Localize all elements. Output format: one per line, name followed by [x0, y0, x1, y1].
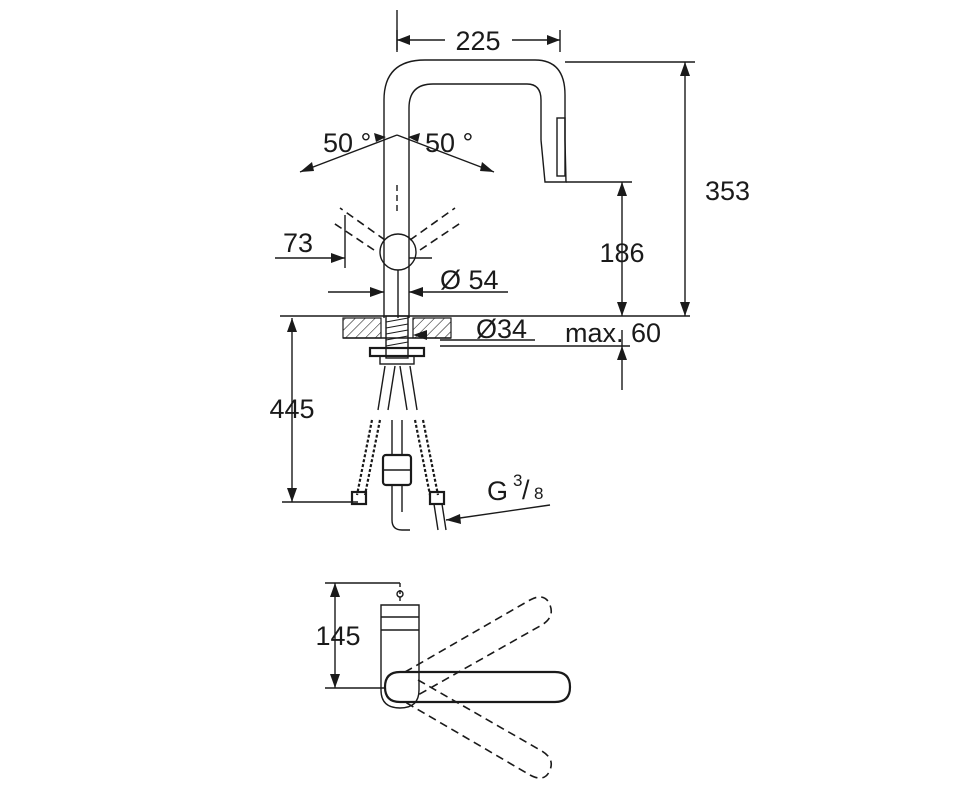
lever-swivel-right [409, 207, 456, 241]
dim-spout-reach: 225 [396, 26, 561, 56]
hose-fitting-right [428, 490, 446, 506]
lever-swivel-left-2 [331, 221, 375, 251]
dim-top-depth: 145 [315, 582, 400, 689]
dim-max-deck: max. 60 [440, 318, 661, 390]
dim-body-diameter: Ø 54 [328, 257, 508, 297]
dim-lever-offset: 73 [275, 215, 346, 268]
spout [383, 59, 567, 230]
hose-fitting-left [350, 490, 368, 506]
side-view: 225 353 186 50 ° 50 ° 73 [269, 10, 750, 531]
dim-spout-height: 186 [566, 181, 645, 316]
label-thread-denominator: 8 [534, 484, 543, 503]
dim-total-height: 353 [565, 61, 750, 316]
dim-hole-diameter: Ø34 [413, 314, 535, 344]
label-thread-numerator: 3 [513, 471, 522, 490]
lever-top-swivel-up [404, 596, 553, 696]
dim-connection-thread: G 3 / 8 [445, 471, 551, 524]
label-connection-thread: G [487, 476, 508, 506]
label-swivel-left: 50 ° [323, 128, 371, 158]
label-hose-length: 445 [269, 394, 314, 424]
lever-top-solid [383, 670, 572, 704]
top-view: 145 [315, 582, 572, 779]
label-lever-offset: 73 [283, 228, 313, 258]
label-total-height: 353 [705, 176, 750, 206]
lever-swivel-right-2 [419, 221, 463, 251]
dim-hose-length: 445 [269, 318, 358, 503]
label-spout-reach: 225 [455, 26, 500, 56]
lever-swivel-left [339, 207, 386, 241]
supply-hoses [350, 365, 447, 531]
label-body-diameter: Ø 54 [440, 265, 499, 295]
faucet-body [379, 230, 417, 318]
lever-top-swivel-down [404, 679, 553, 779]
label-spout-height: 186 [599, 238, 644, 268]
label-hole-diameter: Ø34 [476, 314, 527, 344]
spray-head-button [556, 117, 566, 177]
label-swivel-right: 50 ° [425, 128, 473, 158]
thread-fraction-slash: / [522, 475, 530, 505]
label-top-depth: 145 [315, 621, 360, 651]
label-max-deck: max. 60 [565, 318, 661, 348]
